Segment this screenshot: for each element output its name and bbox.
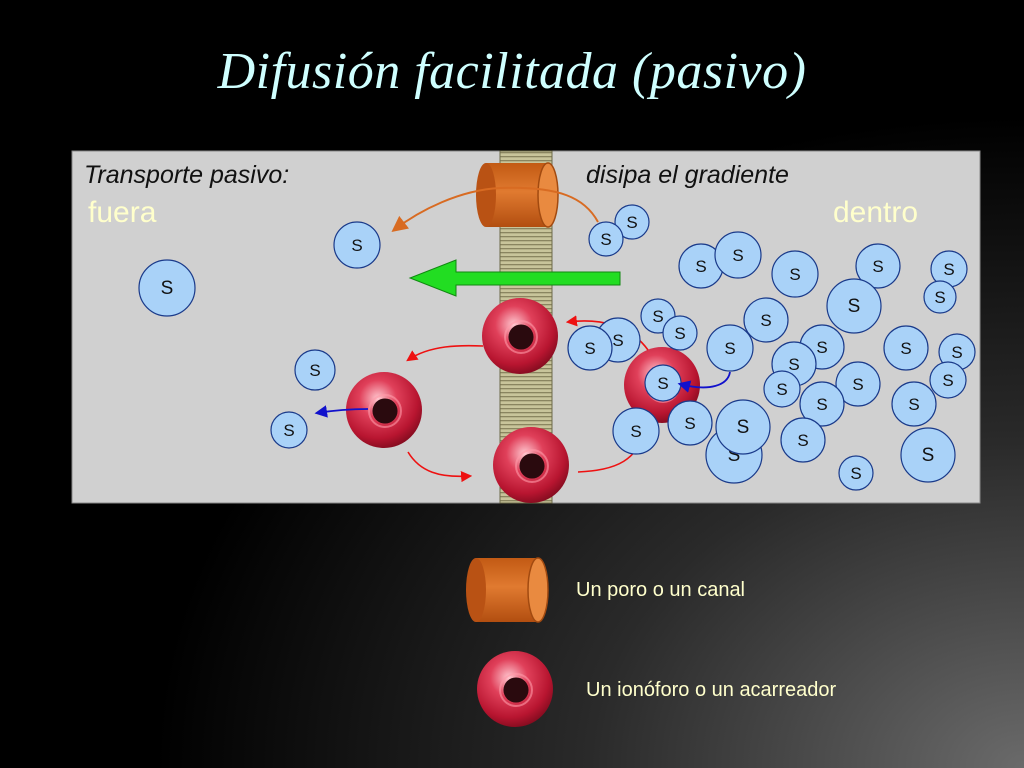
solute: S [567, 325, 613, 371]
solute: S [706, 324, 754, 372]
solute: S [294, 349, 336, 391]
solute-label: S [309, 361, 320, 380]
solute: S [900, 427, 956, 483]
solute: S [771, 250, 819, 298]
solute-label: S [760, 311, 771, 330]
legend-carrier-icon [477, 651, 553, 727]
solute-label: S [732, 246, 743, 265]
solute-label: S [695, 257, 706, 276]
slide-title: Difusión facilitada (pasivo) [217, 43, 807, 100]
red-arrow [407, 451, 473, 483]
solute: S [855, 243, 901, 289]
solute: S [715, 399, 771, 455]
solute: S [743, 297, 789, 343]
solute-label: S [776, 380, 787, 399]
heading-left: Transporte pasivo: [84, 161, 289, 189]
carrier-toroid [346, 372, 422, 448]
solute-label: S [908, 395, 919, 414]
pore-channel [476, 162, 559, 228]
solute-label: S [626, 213, 637, 232]
solute-label: S [684, 414, 695, 433]
solute: S [138, 259, 196, 317]
solute: S [826, 278, 882, 334]
solute: S [929, 361, 967, 399]
solute: S [644, 364, 682, 402]
solute-label: S [922, 445, 935, 466]
label-outside: fuera [88, 196, 157, 229]
solute: S [667, 400, 713, 446]
solute: S [923, 280, 957, 314]
carrier-toroid [493, 427, 569, 503]
solute: S [780, 417, 826, 463]
solute-label: S [737, 417, 750, 438]
heading-right: disipa el gradiente [586, 161, 789, 189]
solute: S [891, 381, 937, 427]
binding-arrows [314, 371, 731, 418]
solute-label: S [797, 431, 808, 450]
solute-label: S [816, 338, 827, 357]
solute: S [714, 231, 762, 279]
solute-label: S [943, 260, 954, 279]
solute: S [333, 221, 381, 269]
solute-label: S [612, 331, 623, 350]
solute-label: S [951, 343, 962, 362]
blue-arrow [677, 371, 731, 393]
solute-label: S [161, 278, 174, 299]
solute-label: S [872, 257, 883, 276]
solute-label: S [657, 374, 668, 393]
solute: S [270, 411, 308, 449]
solute: S [835, 361, 881, 407]
solute-label: S [652, 307, 663, 326]
solute-label: S [724, 339, 735, 358]
solute-label: S [584, 339, 595, 358]
solute: S [662, 315, 698, 351]
solute-label: S [900, 339, 911, 358]
solute-label: S [283, 421, 294, 440]
solute-label: S [848, 296, 861, 317]
pore-transport-arrow [391, 186, 599, 232]
solute: S [763, 370, 801, 408]
carrier-toroid [477, 651, 553, 727]
solute-label: S [934, 288, 945, 307]
solute-label: S [600, 230, 611, 249]
label-inside: dentro [833, 196, 918, 229]
solute-label: S [630, 422, 641, 441]
solute-label: S [942, 371, 953, 390]
solute-label: S [850, 464, 861, 483]
red-arrow [406, 344, 484, 362]
carrier-toroid [482, 298, 558, 374]
legend-pore-icon [466, 557, 549, 623]
solute-label: S [674, 324, 685, 343]
solute: S [588, 221, 624, 257]
solute: S [612, 407, 660, 455]
solute-label: S [788, 355, 799, 374]
solute-label: S [789, 265, 800, 284]
solute: S [883, 325, 929, 371]
legend-pore-label: Un poro o un canal [576, 579, 746, 601]
legend-carrier-label: Un ionóforo o un acarreador [586, 679, 837, 701]
solute: S [614, 204, 650, 240]
solute: S [838, 455, 874, 491]
gradient-arrow [408, 259, 621, 297]
solute: S [799, 381, 845, 427]
solute-label: S [816, 395, 827, 414]
blue-arrow [314, 405, 369, 418]
solute-label: S [852, 375, 863, 394]
solute-label: S [351, 236, 362, 255]
